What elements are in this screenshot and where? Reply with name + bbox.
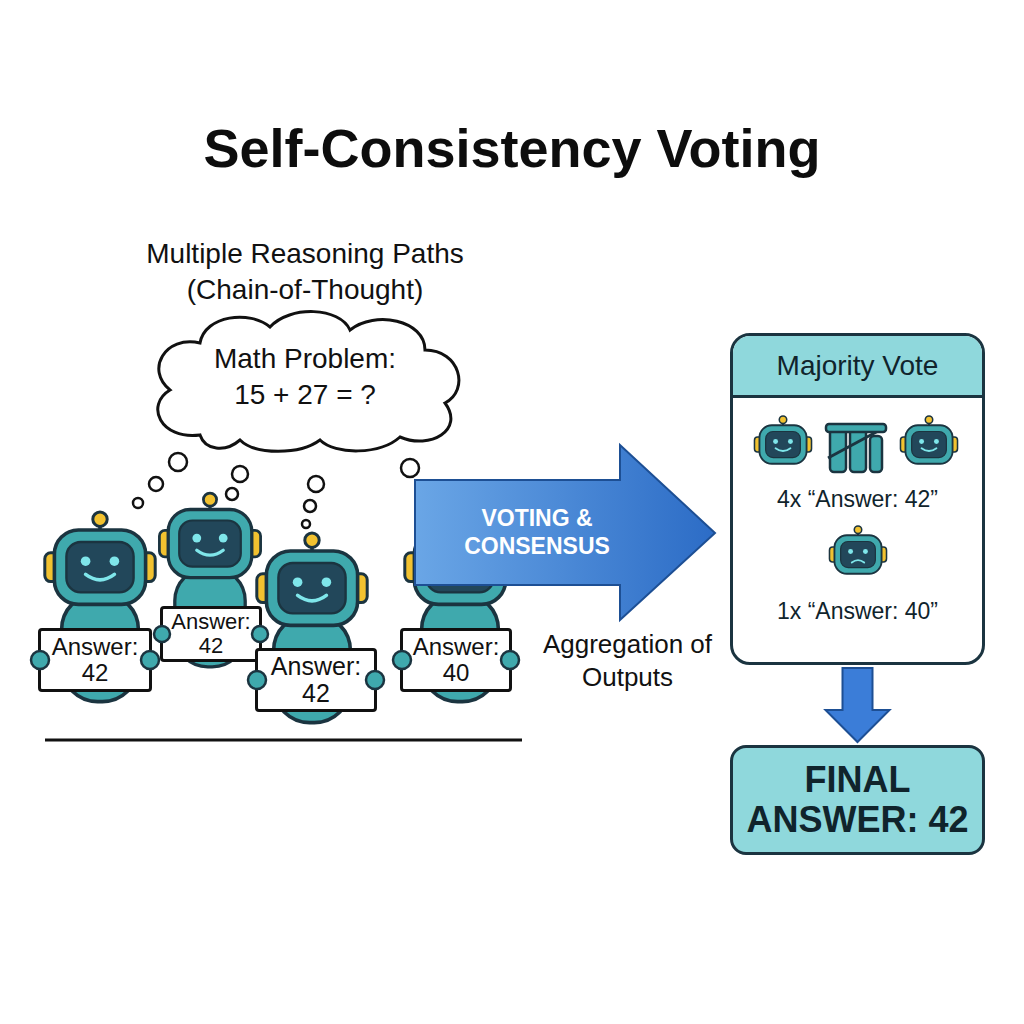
diagram-title: Self-Consistency Voting [0,116,1024,181]
majority-vote-panel: Majority Vote 4x “Answer: 42” 1x “Answer: … [730,333,985,665]
node-text: Math Problem: 15 + 27 = ? [200,341,410,414]
answer-sign: Answer: 42 [255,648,377,712]
node-subtext: 1x “Answer: 40” [733,598,982,626]
cloud-outline-path [158,312,459,452]
node-text: VOTING & CONSENSUS [437,505,637,560]
node-text: Majority Vote [733,336,982,395]
node-text: FINAL ANSWER: 42 [733,760,982,841]
arrow-shape-body [415,445,715,620]
block-arrow [826,668,890,742]
thought-cloud: Math Problem: 15 + 27 = ? [140,305,470,455]
node-text: Answer: 42 [167,610,255,658]
section-label: Multiple Reasoning Paths (Chain-of-Thoug… [105,236,505,308]
final-answer-box: FINAL ANSWER: 42 [730,745,985,855]
answer-sign: Answer: 42 [160,606,262,662]
node-subtext: 4x “Answer: 42” [733,486,982,514]
node-text: Answer: 42 [262,653,370,707]
answer-sign: Answer: 42 [38,628,152,692]
ground-line [45,739,522,742]
arrow-caption: Aggregation of Outputs [540,628,715,693]
thought-bubbles [133,453,457,528]
arrow-shape [415,445,715,620]
voting-arrow: VOTING & CONSENSUS [415,445,715,620]
answer-sign: Answer: 40 [400,628,512,692]
node-text: Answer: 42 [45,634,145,686]
node-text: Answer: 40 [407,634,505,686]
